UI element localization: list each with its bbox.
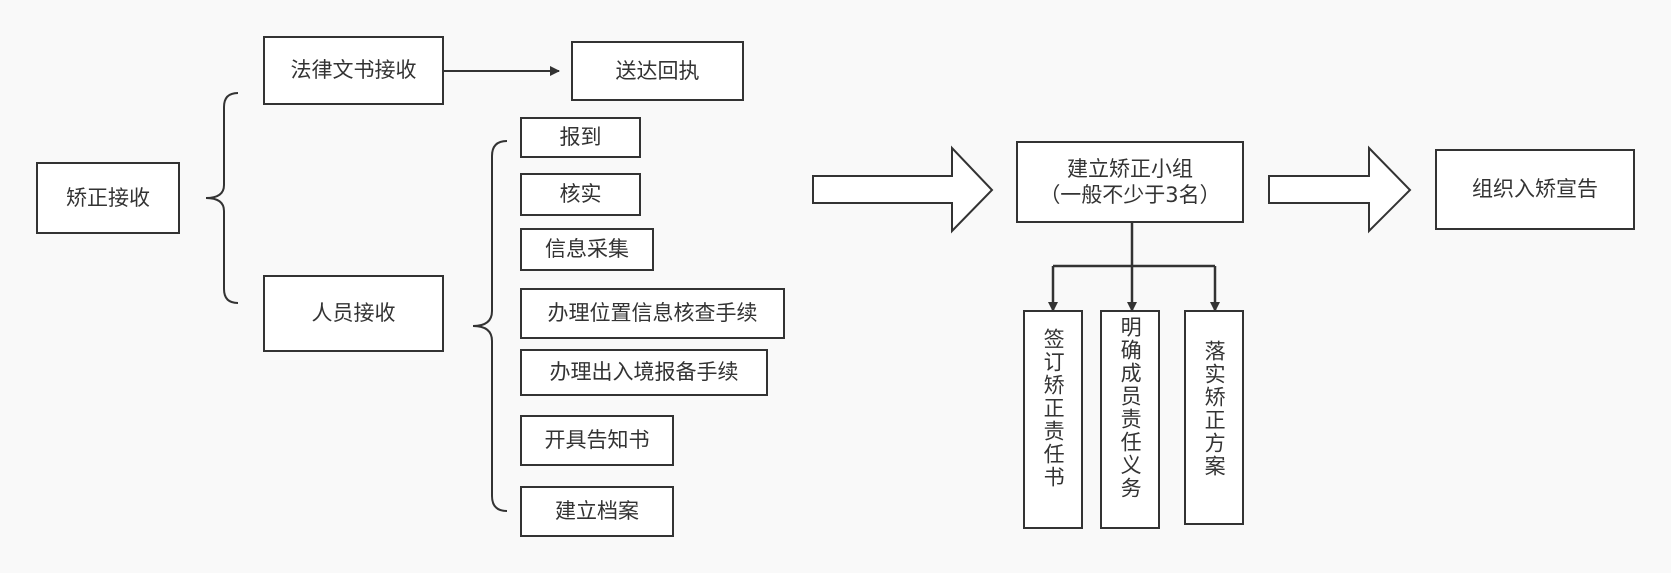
team-task-duties: 明确成员责任义务 xyxy=(1100,310,1160,529)
task-exit-entry: 办理出入境报备手续 xyxy=(520,349,768,396)
brace-root xyxy=(205,92,239,304)
team-task-sign: 签订矫正责任书 xyxy=(1023,310,1083,529)
brace-tasks xyxy=(472,140,508,512)
task-verify: 核实 xyxy=(520,173,641,216)
team-task-sign-label: 签订矫正责任书 xyxy=(1041,328,1066,489)
node-root: 矫正接收 xyxy=(36,162,180,234)
big-arrow-to-team xyxy=(812,145,994,234)
team-task-plan: 落实矫正方案 xyxy=(1184,310,1244,525)
task-location-check: 办理位置信息核查手续 xyxy=(520,288,785,339)
task-info-collect: 信息采集 xyxy=(520,228,654,271)
node-legal-docs: 法律文书接收 xyxy=(263,36,444,105)
node-team: 建立矫正小组 （一般不少于3名） xyxy=(1016,141,1244,223)
task-archive: 建立档案 xyxy=(520,486,674,537)
task-report: 报到 xyxy=(520,117,641,158)
node-person-receive: 人员接收 xyxy=(263,275,444,352)
task-notice: 开具告知书 xyxy=(520,415,674,466)
node-receipt: 送达回执 xyxy=(571,41,744,101)
node-declaration: 组织入矫宣告 xyxy=(1435,149,1635,230)
team-task-duties-label: 明确成员责任义务 xyxy=(1118,316,1143,500)
big-arrow-to-declaration xyxy=(1268,145,1412,234)
team-task-plan-label: 落实矫正方案 xyxy=(1202,340,1227,478)
